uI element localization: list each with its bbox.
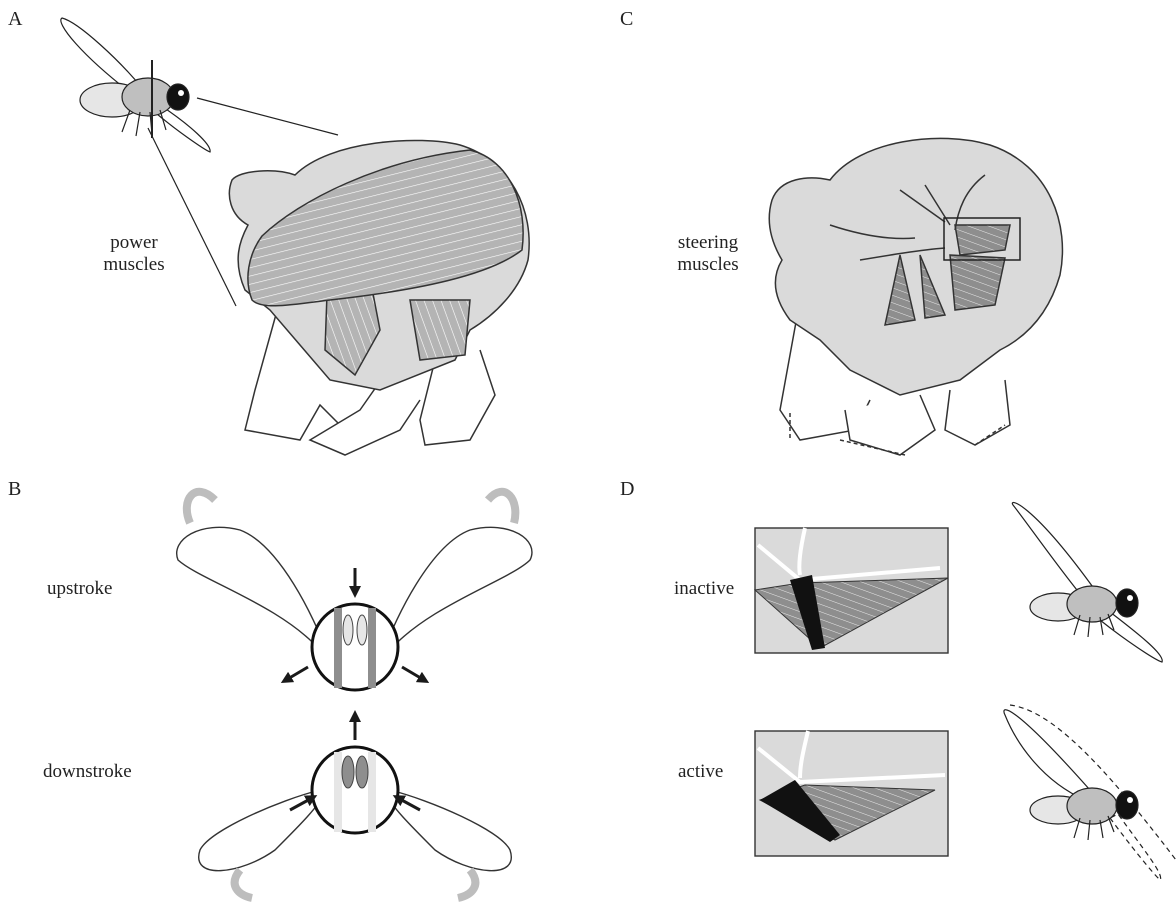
left-wing-icon xyxy=(177,527,325,650)
arrow-icon xyxy=(286,667,308,680)
right-wing-icon xyxy=(385,527,532,650)
grey-arrow-icon xyxy=(235,870,252,898)
inset-inactive xyxy=(755,528,948,653)
thorax-power xyxy=(229,140,529,455)
panel-d xyxy=(755,503,1176,880)
grey-arrow-icon xyxy=(458,870,475,898)
fly-active-icon xyxy=(1004,705,1176,880)
fly-icon xyxy=(61,18,210,152)
downstroke-diagram xyxy=(199,716,512,898)
inset-active xyxy=(755,731,948,856)
grey-arrow-icon xyxy=(488,492,515,523)
fly-inactive-icon xyxy=(1012,503,1162,662)
panel-b xyxy=(177,492,532,898)
thorax-steering xyxy=(769,138,1062,455)
arrow-icon xyxy=(402,667,424,680)
thorax-icon xyxy=(312,747,398,833)
zoom-line-bottom xyxy=(148,128,236,306)
panel-c xyxy=(769,138,1062,455)
panel-a xyxy=(61,18,529,455)
upstroke-diagram xyxy=(177,492,532,690)
zoom-line-top xyxy=(197,98,338,135)
thorax-icon xyxy=(312,604,398,690)
grey-arrow-icon xyxy=(187,492,215,523)
